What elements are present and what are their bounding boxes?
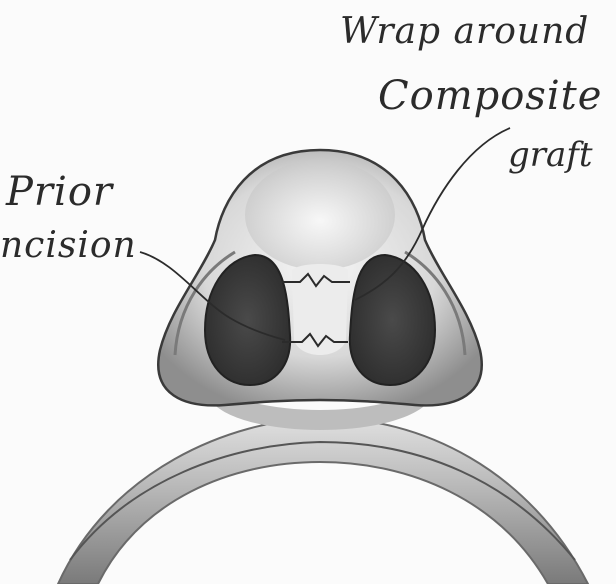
graft-label: graft xyxy=(508,138,593,172)
wrap-around-label: Wrap around xyxy=(340,14,589,50)
composite-label: Composite xyxy=(378,76,602,116)
incision-label: ncision xyxy=(0,228,137,264)
prior-label: Prior xyxy=(6,172,113,212)
tip-highlight xyxy=(245,160,395,270)
